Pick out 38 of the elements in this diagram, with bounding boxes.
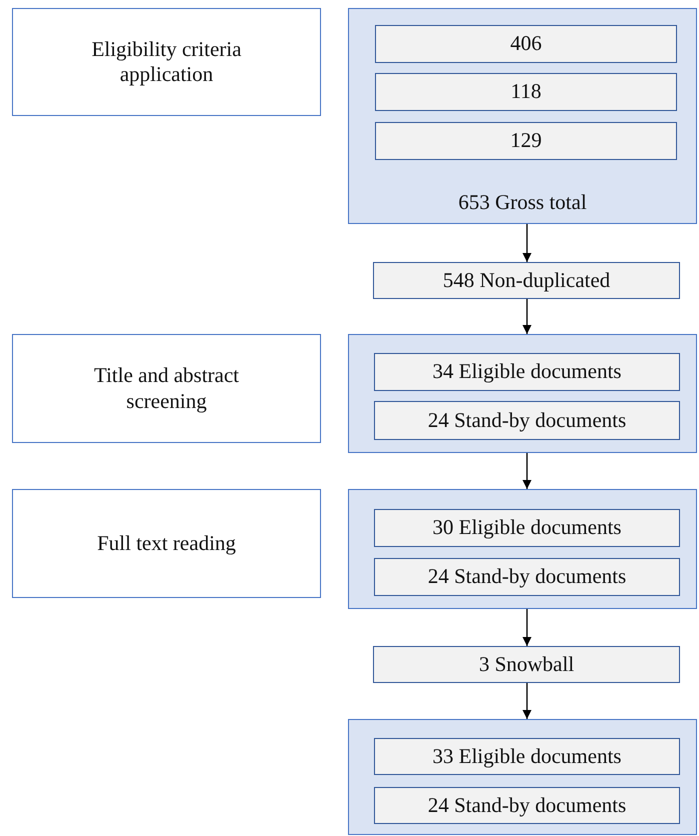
box-label: 34 Eligible documents <box>432 359 622 385</box>
arrow <box>522 609 532 646</box>
box-label: Eligibility criteria application <box>90 36 242 88</box>
box-label: 3 Snowball <box>478 652 576 678</box>
arrow <box>522 683 532 719</box>
group-panel <box>348 8 697 224</box>
arrow <box>522 224 532 262</box>
count-box <box>375 73 677 111</box>
group-panel <box>348 719 697 835</box>
box-label: 24 Stand-by documents <box>426 792 628 818</box>
arrow <box>522 453 532 489</box>
box-label: 548 Non-duplicated <box>442 268 612 294</box>
count-box <box>374 509 680 547</box>
box-label: 24 Stand-by documents <box>426 564 628 590</box>
arrow <box>522 299 532 334</box>
box-label: 30 Eligible documents <box>432 515 622 541</box>
count-box <box>374 738 680 775</box>
group-panel <box>348 489 697 609</box>
group-panel <box>348 334 697 453</box>
count-box <box>374 353 680 391</box>
count-box <box>374 787 680 824</box>
count-box <box>373 262 680 299</box>
box-label: Full text reading <box>96 530 237 556</box>
box-label: 406 <box>509 31 543 57</box>
count-box <box>375 25 677 63</box>
box-label: 33 Eligible documents <box>432 744 622 770</box>
count-box <box>374 401 680 440</box>
stage-box <box>12 489 321 598</box>
count-box <box>374 558 680 596</box>
box-label: Title and abstract screening <box>92 363 240 414</box>
count-box <box>375 122 677 160</box>
stage-box <box>12 8 321 116</box>
box-label: 653 Gross total <box>457 190 588 215</box>
box-label: 24 Stand-by documents <box>426 408 628 434</box>
box-label: 129 <box>509 128 543 154</box>
box-label: 118 <box>510 79 542 105</box>
stage-box <box>12 334 321 443</box>
count-box <box>373 646 680 683</box>
